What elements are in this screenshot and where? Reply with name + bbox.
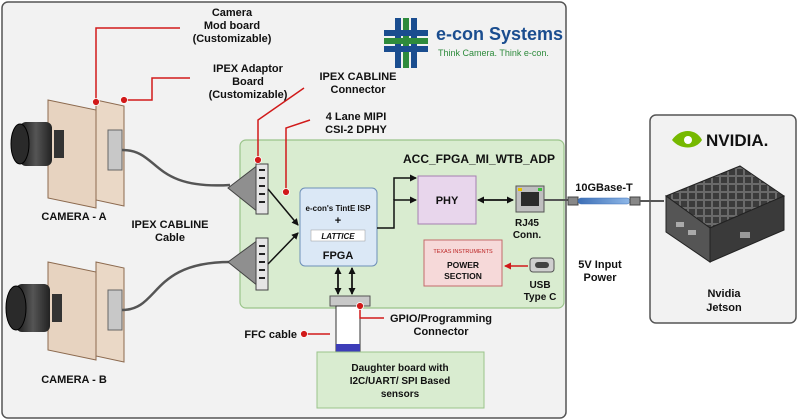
ipex-adaptor-label-3: (Customizable) bbox=[209, 89, 288, 101]
daughter-board bbox=[316, 351, 485, 409]
board-name: ACC_FPGA_MI_WTB_ADP bbox=[403, 152, 555, 166]
ethernet-cable bbox=[577, 197, 631, 205]
fpga-block bbox=[299, 187, 378, 267]
ffc-cable-label: FFC cable bbox=[244, 329, 297, 341]
nvidia-brand: NVIDIA. bbox=[706, 131, 768, 150]
jetson-device bbox=[664, 165, 786, 263]
camera-mod-label-3: (Customizable) bbox=[193, 33, 272, 45]
gpio-label-1: GPIO/Programming bbox=[390, 313, 492, 325]
ti-brand: TEXAS INSTRUMENTS bbox=[433, 249, 493, 255]
mipi-label-2: CSI-2 DPHY bbox=[325, 124, 387, 136]
power-label-2: SECTION bbox=[444, 271, 482, 281]
signal-arrows bbox=[267, 174, 514, 295]
rj45-connector-icon bbox=[515, 185, 545, 213]
camera-mod-label-2: Mod board bbox=[204, 20, 260, 32]
ipex-connector-b bbox=[227, 237, 269, 291]
callout-lines bbox=[95, 27, 384, 335]
plus-label: + bbox=[335, 215, 341, 227]
usb-c-connector-icon bbox=[529, 257, 555, 273]
daughter-label-2: I2C/UART/ SPI Based bbox=[350, 376, 451, 387]
ffc-cable-end bbox=[336, 344, 360, 354]
rj45-label-2: Conn. bbox=[513, 230, 542, 241]
cabline-cable-label-1: IPEX CABLINE bbox=[131, 219, 208, 231]
cabline-cable-label-2: Cable bbox=[155, 232, 185, 244]
camera-a bbox=[10, 99, 125, 209]
gpio-label-2: Connector bbox=[414, 326, 470, 338]
ipex-connector-a bbox=[227, 163, 269, 215]
nvidia-eye-icon bbox=[672, 131, 702, 148]
jetson-label-2: Jetson bbox=[706, 302, 742, 314]
rj45-label-1: RJ45 bbox=[515, 218, 539, 229]
camera-b bbox=[5, 261, 125, 363]
ipex-adaptor-label-2: Board bbox=[232, 76, 264, 88]
power-block bbox=[423, 239, 503, 287]
daughter-label-3: sensors bbox=[381, 389, 420, 400]
cabline-connector-label-1: IPEX CABLINE bbox=[319, 71, 396, 83]
power-label-1: POWER bbox=[447, 260, 479, 270]
lattice-label: LATTICE bbox=[321, 232, 355, 241]
cabline-connector-label-2: Connector bbox=[331, 84, 387, 96]
ipex-adaptor-label-1: IPEX Adaptor bbox=[213, 63, 284, 75]
camera-b-label: CAMERA - B bbox=[41, 374, 107, 386]
link-plug-left-icon bbox=[567, 196, 579, 206]
camera-a-label: CAMERA - A bbox=[41, 211, 106, 223]
brand-name: e-con Systems bbox=[436, 24, 563, 44]
fpga-label: FPGA bbox=[323, 250, 354, 262]
link-label: 10GBase-T bbox=[575, 182, 633, 194]
ipex-cable-b bbox=[121, 260, 231, 312]
phy-block bbox=[417, 175, 477, 225]
link-plug-right-icon bbox=[629, 196, 641, 206]
jetson-label-1: Nvidia bbox=[707, 288, 741, 300]
usb-label-1: USB bbox=[529, 280, 550, 291]
econ-logo-icon bbox=[384, 18, 428, 68]
brand-tagline: Think Camera. Think e-con. bbox=[438, 48, 549, 58]
usb-label-2: Type C bbox=[524, 292, 557, 303]
lattice-logo bbox=[310, 229, 366, 242]
gpio-connector bbox=[329, 295, 371, 307]
ipex-cable-a bbox=[121, 148, 231, 187]
input-power-label-2: Power bbox=[583, 272, 617, 284]
phy-label: PHY bbox=[436, 195, 459, 207]
isp-label: e-con's TintE ISP bbox=[306, 204, 372, 213]
daughter-label-1: Daughter board with bbox=[351, 363, 448, 374]
input-power-label-1: 5V Input bbox=[578, 259, 622, 271]
camera-mod-label-1: Camera bbox=[212, 7, 253, 19]
callout-dots bbox=[92, 96, 364, 338]
mipi-label-1: 4 Lane MIPI bbox=[326, 111, 387, 123]
